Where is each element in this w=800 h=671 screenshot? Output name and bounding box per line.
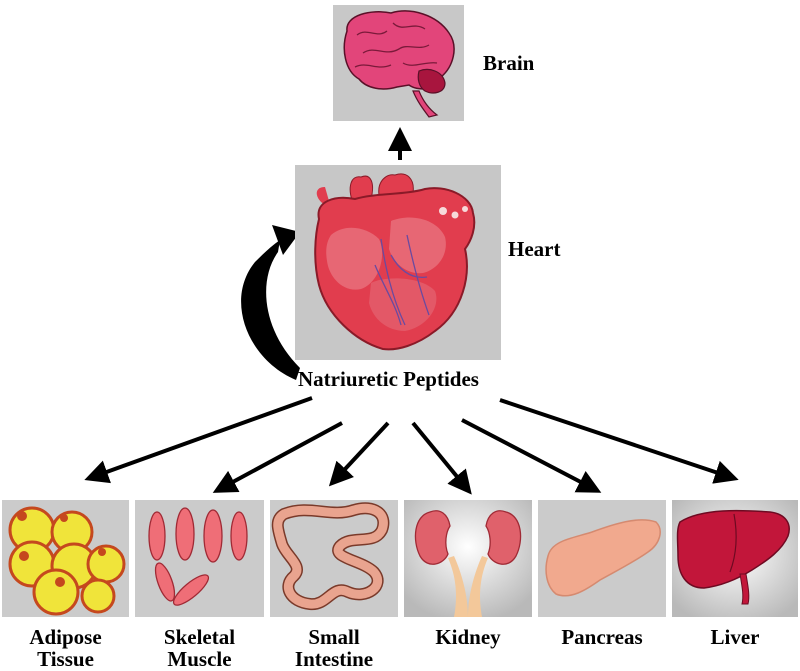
kidney-image [404,500,532,617]
small-intestine-label: Small Intestine [270,626,398,670]
arrow-to-kidney [411,421,472,495]
label-line-1: Liver [710,625,760,649]
label-line-1: Kidney [435,625,501,649]
brain-label: Brain [483,51,535,75]
feedback-curved-arrow [241,225,300,380]
label-line-1: Small [308,625,360,649]
label-line-1: Adipose [29,625,102,649]
adipose-tissue-image [2,500,129,617]
pancreas-image [538,500,666,617]
arrow-to-pancreas [461,418,602,493]
skeletal-muscle-label: Skeletal Muscle [135,626,264,670]
arrow-to-liver [499,398,739,484]
label-line-1: Pancreas [561,625,643,649]
label-line-2: Intestine [294,647,374,671]
arrow-to-adipose-tissue [84,396,313,484]
arrow-to-small-intestine [328,421,390,487]
liver-label: Liver [672,626,798,648]
adipose-tissue-label: Adipose Tissue [2,626,129,670]
heart-label: Heart [508,237,561,261]
pancreas-label: Pancreas [538,626,666,648]
natriuretic-peptides-label: Natriuretic Peptides [298,367,479,391]
skeletal-muscle-image [135,500,264,617]
heart-image [295,165,501,360]
liver-image [672,500,798,617]
brain-image [333,5,464,121]
label-line-1: Skeletal [163,625,236,649]
small-intestine-image [270,500,398,617]
label-line-2: Muscle [167,647,232,671]
label-line-2: Tissue [37,647,94,671]
arrow-to-skeletal-muscle [212,421,343,493]
kidney-label: Kidney [404,626,532,648]
